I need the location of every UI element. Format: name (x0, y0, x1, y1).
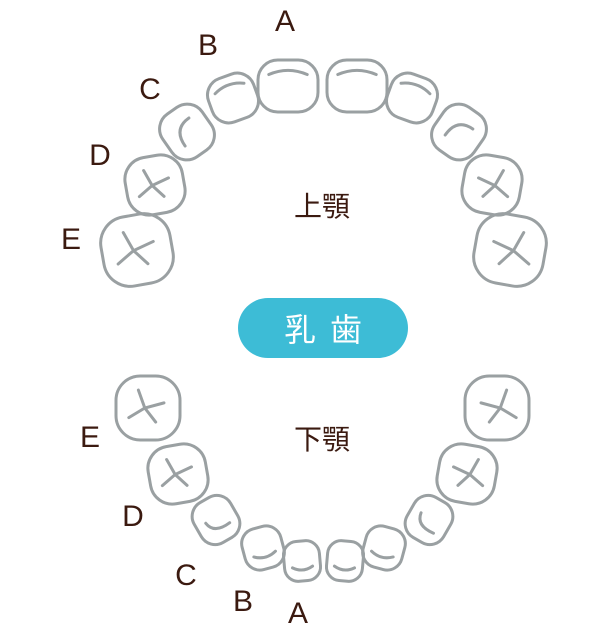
upper-jaw-label: 上顎 (293, 190, 351, 223)
tooth-outline (430, 102, 488, 162)
tooth-groove (127, 388, 166, 424)
upper-label-e: E (60, 223, 82, 256)
lower-label-b: B (232, 585, 254, 618)
tooth-groove (267, 68, 309, 77)
upper-tooth-d-right (460, 153, 524, 217)
lower-jaw-label: 下顎 (293, 423, 351, 456)
upper-tooth-d-left (123, 153, 187, 217)
upper-tooth-e-right (472, 212, 548, 288)
tooth-groove (160, 458, 193, 488)
lower-tooth-c-right (403, 493, 455, 547)
upper-tooth-c-right (430, 102, 488, 162)
tooth-outline (435, 442, 499, 506)
upper-label-d: D (89, 139, 111, 172)
tooth-groove (370, 549, 395, 560)
lower-tooth-c-left (190, 493, 242, 547)
lower-tooth-e-right (463, 374, 531, 442)
tooth-outline (123, 153, 187, 217)
tooth-groove (204, 521, 232, 531)
tooth-outline (99, 212, 175, 288)
lower-tooth-b-left (240, 524, 286, 572)
tooth-outline (114, 374, 182, 442)
tooth-outline (256, 58, 320, 114)
lower-tooth-b-right (361, 524, 407, 572)
lower-tooth-d-left (146, 442, 210, 506)
upper-tooth-c-left (158, 102, 216, 162)
lower-tooth-e-left (114, 374, 182, 442)
lower-tooth-d-right (435, 442, 499, 506)
tooth-outline (324, 539, 366, 583)
tooth-groove (178, 116, 191, 148)
tooth-outline (460, 153, 524, 217)
tooth-outline (472, 212, 548, 288)
lower-tooth-a-right (324, 539, 366, 583)
tooth-groove (492, 231, 531, 266)
tooth-outline (403, 493, 455, 547)
tooth-outline (206, 71, 260, 125)
tooth-outline (385, 71, 439, 125)
lower-label-e: E (79, 421, 101, 454)
lower-label-d: D (122, 500, 144, 533)
lower-label-a: A (287, 597, 309, 630)
upper-tooth-e-left (99, 212, 175, 288)
tooth-outline (281, 539, 323, 583)
tooth-groove (477, 169, 510, 199)
upper-tooth-b-left (206, 71, 260, 125)
tooth-groove (336, 68, 378, 77)
tooth-outline (240, 524, 286, 572)
tooth-groove (252, 549, 277, 560)
title-badge: 乳歯 (238, 298, 408, 358)
tooth-groove (116, 231, 155, 266)
tooth-outline (190, 493, 242, 547)
upper-tooth-a-left (256, 58, 320, 114)
upper-label-c: C (139, 73, 161, 106)
tooth-outline (361, 524, 407, 572)
lower-label-c: C (175, 559, 197, 592)
upper-tooth-b-right (385, 71, 439, 125)
upper-tooth-a-right (325, 58, 389, 114)
tooth-outline (463, 374, 531, 442)
tooth-groove (443, 123, 475, 137)
upper-label-a: A (274, 5, 296, 38)
tooth-groove (290, 564, 315, 572)
lower-tooth-a-left (281, 539, 323, 583)
tooth-groove (418, 511, 435, 535)
tooth-outline (158, 102, 216, 162)
tooth-groove (332, 564, 357, 572)
tooth-groove (452, 458, 485, 488)
upper-label-b: B (197, 29, 219, 62)
tooth-outline (146, 442, 210, 506)
tooth-groove (399, 81, 432, 96)
tooth-groove (137, 169, 170, 199)
tooth-groove (213, 81, 246, 96)
tooth-groove (479, 388, 518, 424)
tooth-outline (325, 58, 389, 114)
